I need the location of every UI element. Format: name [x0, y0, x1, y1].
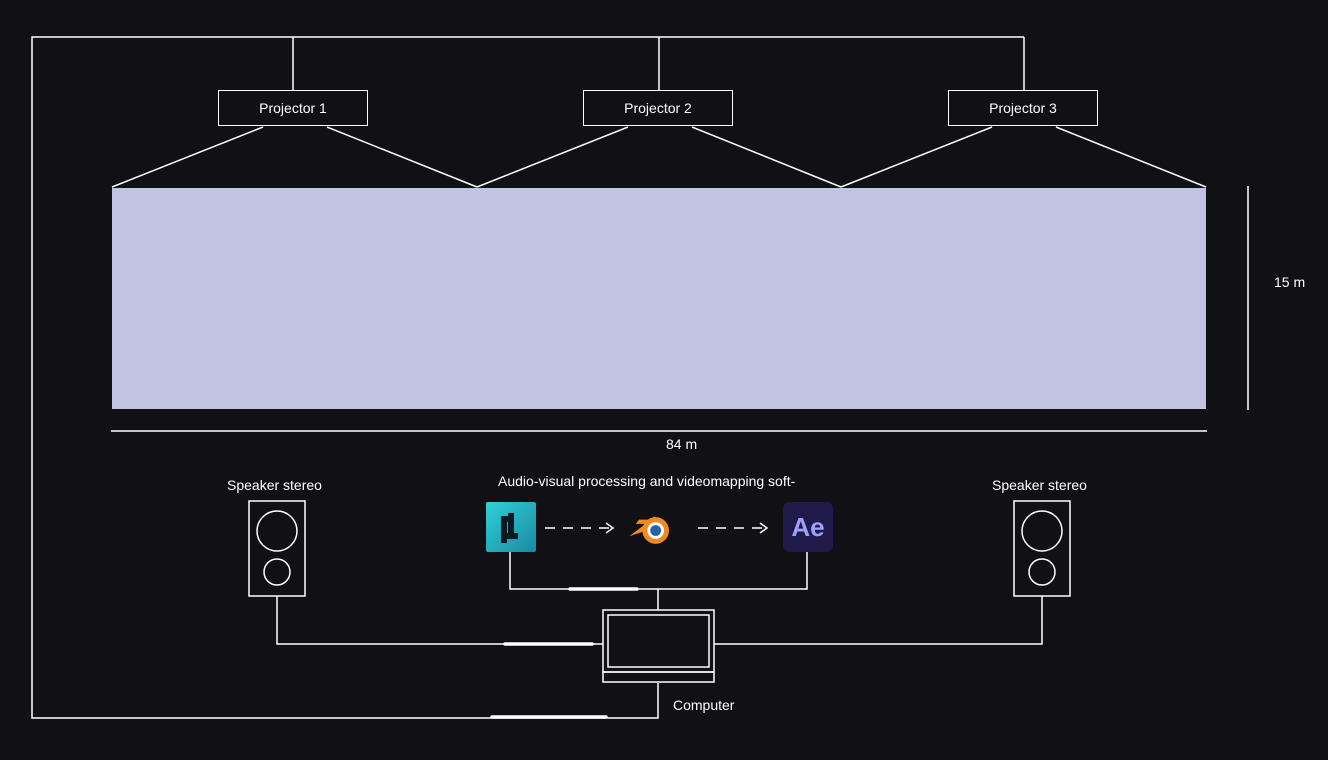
projector-1-box: Projector 1 [218, 90, 368, 126]
computer-label: Computer [673, 697, 735, 713]
speaker-right-tweeter [1028, 558, 1056, 586]
speaker-left-woofer [256, 510, 298, 552]
projector-1-beam [326, 126, 478, 188]
speaker-left-cable [276, 596, 603, 645]
speaker-right-woofer [1021, 510, 1063, 552]
projector-2-box: Projector 2 [583, 90, 733, 126]
software-cable [509, 551, 808, 590]
arrow-head [605, 522, 615, 534]
after-effects-icon-text: Ae [791, 511, 825, 542]
projector-1-beam [111, 126, 264, 188]
projector-2-beam [691, 126, 842, 188]
touchdesigner-icon [486, 502, 536, 552]
software-heading: Audio-visual processing and videomapping… [498, 473, 796, 489]
arrow-head [759, 522, 769, 534]
speaker-right-label: Speaker stereo [992, 477, 1087, 493]
projector-2-beam [476, 126, 629, 188]
computer-screen [607, 614, 710, 668]
height-label: 15 m [1274, 274, 1306, 290]
projector-3-beam [840, 126, 993, 188]
projector-3-beam [1055, 126, 1207, 188]
computer-base [602, 671, 715, 683]
width-label: 84 m [666, 436, 698, 452]
speaker-left-tweeter [263, 558, 291, 586]
blender-icon [624, 503, 674, 553]
speaker-right [1013, 500, 1071, 597]
projection-screen [112, 188, 1206, 409]
projector-1-label: Projector 1 [259, 100, 327, 116]
speaker-right-cable [714, 596, 1043, 645]
after-effects-icon: Ae [783, 502, 833, 552]
projector-bus-line [31, 36, 659, 719]
projector-2-label: Projector 2 [624, 100, 692, 116]
projector-3-label: Projector 3 [989, 100, 1057, 116]
speaker-left [248, 500, 306, 597]
projector-3-box: Projector 3 [948, 90, 1098, 126]
computer-frame [602, 609, 715, 673]
speaker-left-label: Speaker stereo [227, 477, 322, 493]
